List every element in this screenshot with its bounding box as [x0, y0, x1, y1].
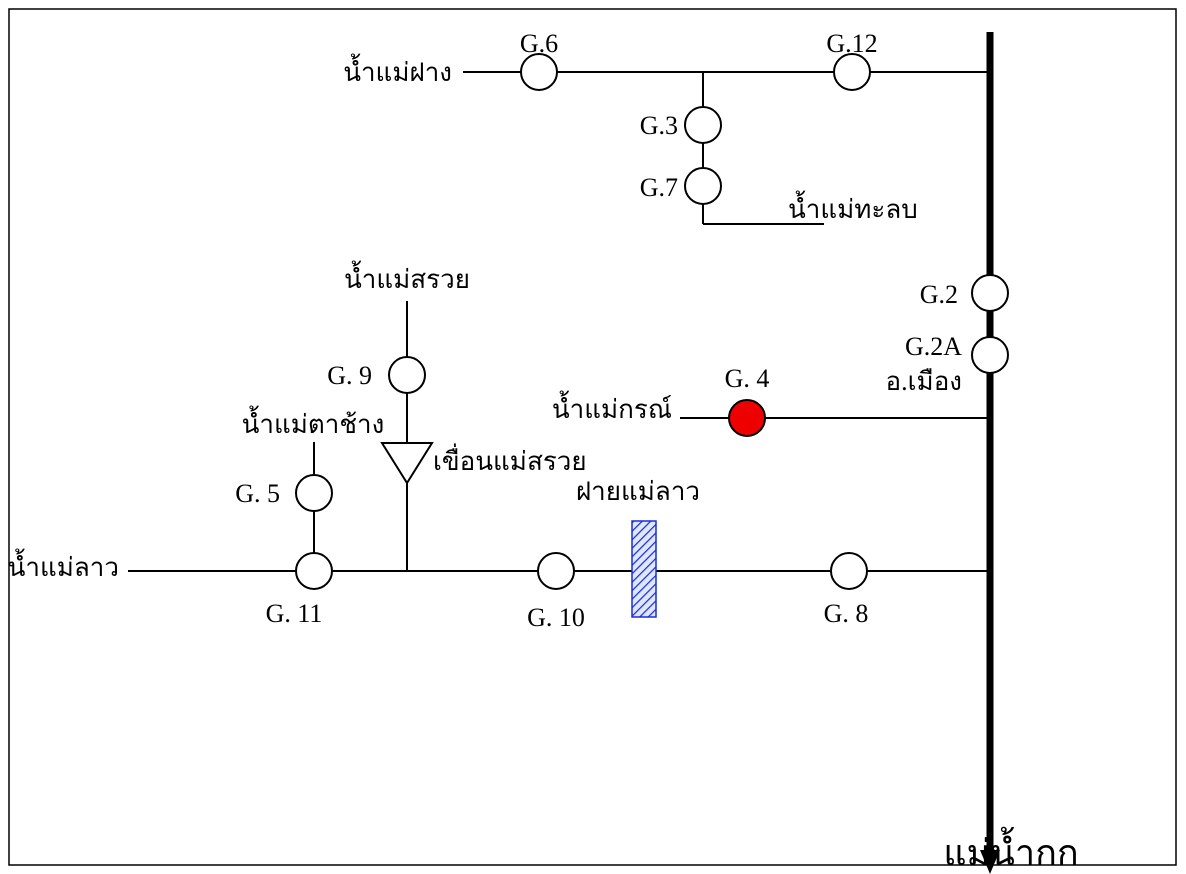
station-g10-marker — [537, 552, 575, 590]
river-mae-fang-label: น้ำแม่ฝาง — [343, 53, 452, 87]
station-g7-marker — [684, 167, 722, 205]
station-g4-label: G. 4 — [725, 364, 770, 393]
river-mae-thalop-label: น้ำแม่ทะลบ — [788, 190, 918, 224]
dam-triangle-icon — [380, 442, 434, 485]
river-mae-lao-label: น้ำแม่ลาว — [8, 548, 119, 582]
station-g6-label: G.6 — [520, 29, 558, 58]
station-g2-marker — [971, 274, 1009, 312]
flow-arrow-head — [980, 850, 1000, 874]
frame-border — [8, 8, 1177, 866]
station-g2a-district-label: อ.เมือง — [886, 367, 962, 396]
river-mae-kok-label: แม่น้ำกก — [943, 826, 1078, 873]
station-g2a-label: G.2A — [905, 332, 962, 361]
station-g5-marker — [295, 474, 333, 512]
weir-rectangle-icon — [631, 520, 657, 618]
station-g9-label: G. 9 — [327, 361, 372, 390]
station-g10-label: G. 10 — [527, 603, 585, 632]
weir-mae-lao-label: ฝายแม่ลาว — [576, 477, 700, 506]
dam-mae-suai-label: เขื่อนแม่สรวย — [433, 443, 587, 476]
station-g9-marker — [388, 356, 426, 394]
station-g3-label: G.3 — [640, 111, 678, 140]
station-g6-marker — [520, 53, 558, 91]
station-g7-label: G.7 — [640, 173, 678, 202]
station-g8-marker — [830, 552, 868, 590]
station-g5-label: G. 5 — [235, 479, 280, 508]
station-g2-label: G.2 — [920, 280, 958, 309]
station-g8-label: G. 8 — [824, 599, 869, 628]
station-g3-marker — [684, 106, 722, 144]
station-g11-marker — [295, 552, 333, 590]
river-mae-ta-chang-label: น้ำแม่ตาช้าง — [242, 405, 385, 439]
river-mae-kon-label: น้ำแม่กรณ์ — [552, 390, 672, 424]
station-g4-marker — [728, 399, 766, 437]
river-mae-suai-label: น้ำแม่สรวย — [344, 260, 470, 294]
station-g12-marker — [833, 53, 871, 91]
station-g2a-marker — [971, 336, 1009, 374]
station-g11-label: G. 11 — [266, 599, 323, 628]
station-g12-label: G.12 — [826, 29, 877, 58]
